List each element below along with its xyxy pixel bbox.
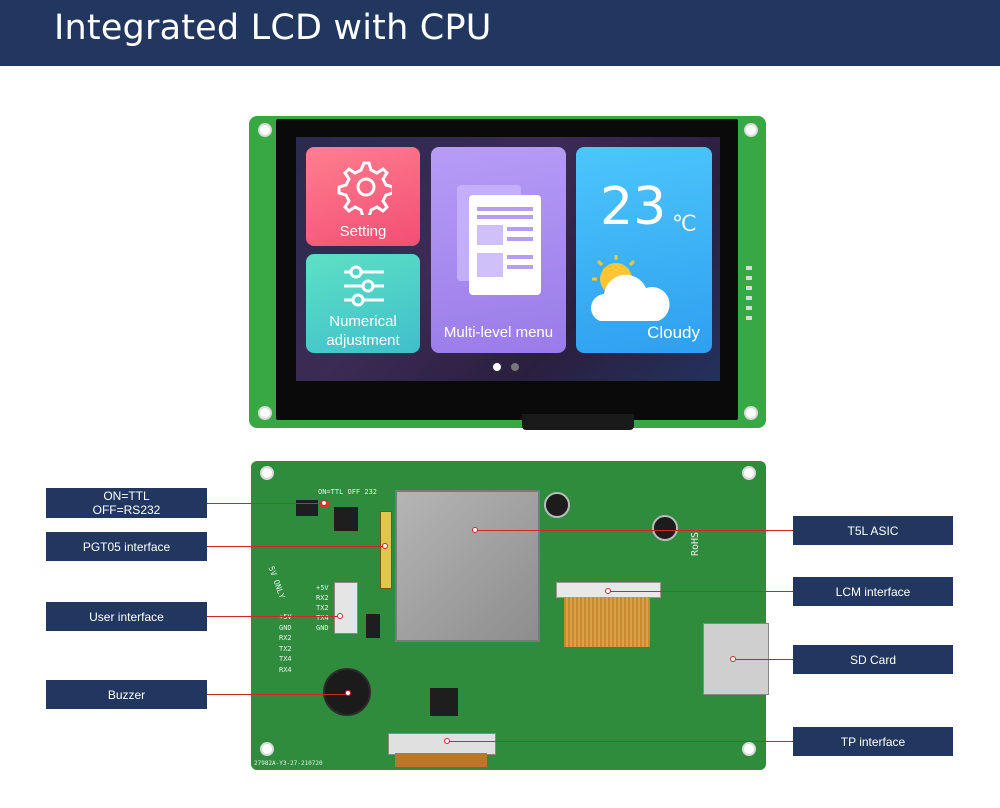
t5l-asic-chip [395, 490, 540, 642]
lcd-fpc-tab [522, 414, 634, 430]
callout-sd-card: SD Card [793, 645, 953, 674]
edge-pads [746, 266, 752, 326]
mount-hole [744, 406, 758, 420]
lcm-flex-cable [564, 597, 650, 647]
tile-numerical-label: Numerical adjustment [326, 313, 400, 349]
buzzer-component [323, 668, 371, 716]
user-connector [334, 582, 358, 634]
callout-pgt05: PGT05 interface [46, 532, 207, 561]
tile-setting[interactable]: Setting [306, 147, 420, 246]
mount-hole [258, 123, 272, 137]
ic-chip [366, 614, 380, 638]
mount-hole [742, 466, 756, 480]
leader-dot [605, 588, 611, 594]
tp-flex-cable [395, 753, 487, 767]
tile-setting-label: Setting [339, 223, 387, 240]
tile-numerical-adjustment[interactable]: Numerical adjustment [306, 254, 420, 353]
mount-hole [742, 742, 756, 756]
cloudy-sun-icon [591, 255, 670, 321]
leader-line [207, 503, 323, 504]
mount-hole [744, 123, 758, 137]
header-banner: Integrated LCD with CPU [0, 0, 1000, 66]
gear-icon [337, 161, 392, 215]
tp-connector [388, 733, 496, 755]
leader-line [608, 591, 793, 592]
leader-dot [444, 738, 450, 744]
leader-line [733, 659, 793, 660]
mount-hole [260, 742, 274, 756]
callout-t5l-asic: T5L ASIC [793, 516, 953, 545]
pgt05-pin-header [380, 511, 392, 589]
callout-tp-interface: TP interface [793, 727, 953, 756]
leader-line [207, 694, 350, 695]
leader-dot [321, 500, 327, 506]
callout-buzzer: Buzzer [46, 680, 207, 709]
leader-line [207, 616, 340, 617]
tile-menu-label: Multi-level menu [443, 324, 554, 341]
mount-hole [258, 406, 272, 420]
lcd-screen: Setting Numerical adjustment Multi-level… [296, 137, 720, 381]
pager-dot[interactable] [511, 363, 519, 371]
switch-silkscreen: ON=TTL OFF 232 [318, 488, 378, 496]
weather-label: Cloudy [647, 323, 700, 342]
leader-dot [382, 543, 388, 549]
leader-dot [472, 527, 478, 533]
ic-chip [430, 688, 458, 716]
leader-dot [337, 613, 343, 619]
document-icon [457, 185, 541, 295]
ic-chip [296, 500, 318, 516]
ic-chip [334, 507, 358, 531]
page-title: Integrated LCD with CPU [54, 8, 492, 48]
rohs-mark: RoHS [690, 531, 701, 556]
serial-silkscreen: 27982A-Y3-27-210720 [254, 760, 323, 767]
leader-dot [345, 690, 351, 696]
callout-lcm-interface: LCM interface [793, 577, 953, 606]
sliders-icon [344, 265, 384, 307]
leader-line [475, 530, 793, 531]
tile-weather[interactable]: 23 ℃ Cloudy [576, 147, 712, 353]
leader-line [207, 546, 385, 547]
callout-user-interface: User interface [46, 602, 207, 631]
leader-dot [730, 656, 736, 662]
capacitor [544, 492, 570, 518]
pager-dot-active[interactable] [493, 363, 501, 371]
capacitor [652, 515, 678, 541]
mount-hole [260, 466, 274, 480]
temperature-unit: ℃ [672, 211, 697, 236]
temperature-value: 23 [600, 177, 667, 237]
tile-multi-level-menu[interactable]: Multi-level menu [431, 147, 566, 353]
leader-line [447, 741, 793, 742]
